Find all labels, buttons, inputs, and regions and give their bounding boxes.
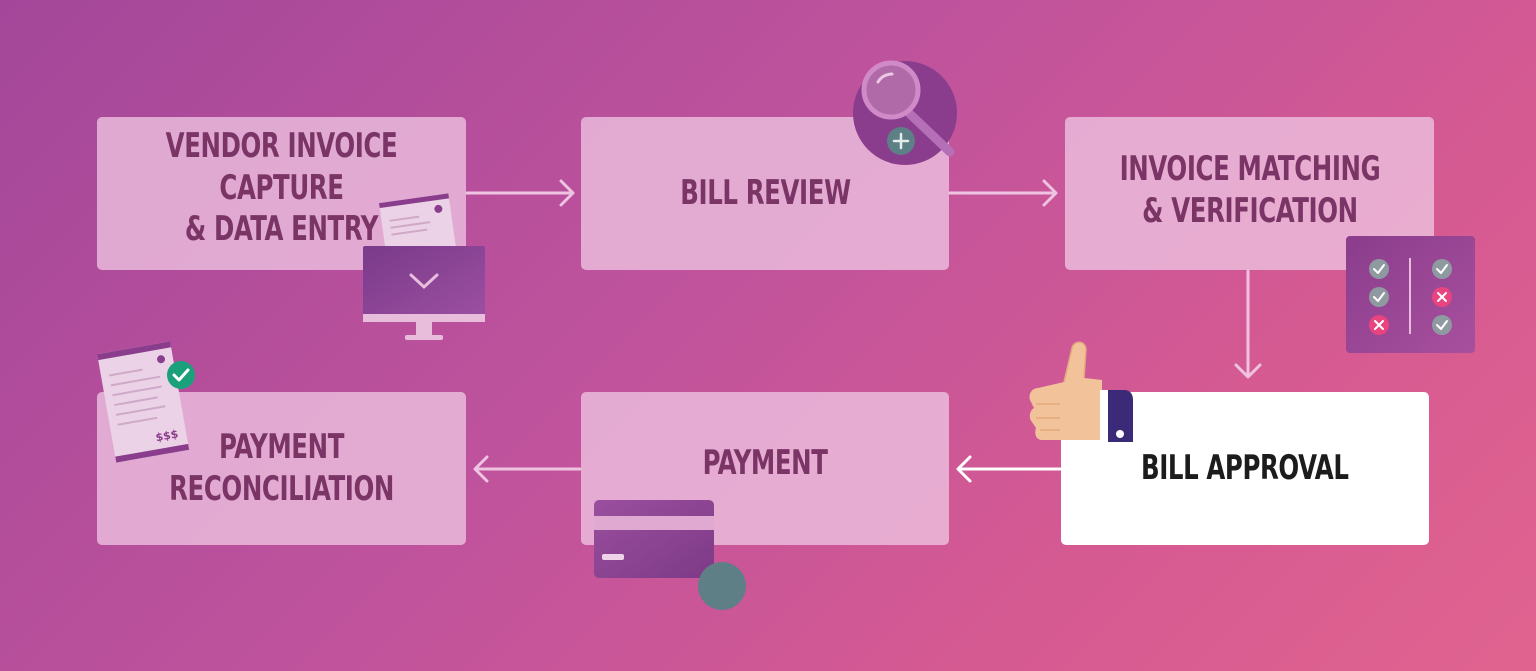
arrow-matching-to-approval [1234, 269, 1262, 379]
computer-monitor-icon [363, 193, 485, 340]
step-label: INVOICE MATCHING & VERIFICATION [1119, 149, 1380, 231]
arrow-capture-to-review [465, 179, 575, 207]
step-vendor-invoice-capture: VENDOR INVOICE CAPTURE & DATA ENTRY [97, 117, 466, 270]
thumbs-up-icon [1029, 341, 1133, 442]
credit-card-icon [594, 500, 746, 610]
step-label: BILL REVIEW [679, 172, 851, 213]
receipt-icon: $$$ [97, 341, 195, 463]
step-invoice-matching: INVOICE MATCHING & VERIFICATION [1065, 117, 1434, 270]
step-label: PAYMENT RECONCILIATION [169, 427, 394, 509]
step-label: VENDOR INVOICE CAPTURE & DATA ENTRY [165, 126, 398, 250]
arrow-approval-to-payment [956, 455, 1062, 483]
arrow-review-to-matching [948, 179, 1058, 207]
receipt-amount: $$$ [154, 427, 179, 444]
magnifier-icon [853, 60, 957, 165]
arrow-payment-to-reconciliation [473, 455, 582, 483]
step-label: BILL APPROVAL [1141, 447, 1349, 488]
step-label: PAYMENT [702, 442, 828, 483]
checklist-icon [1346, 236, 1475, 353]
step-bill-approval: BILL APPROVAL [1061, 392, 1429, 545]
